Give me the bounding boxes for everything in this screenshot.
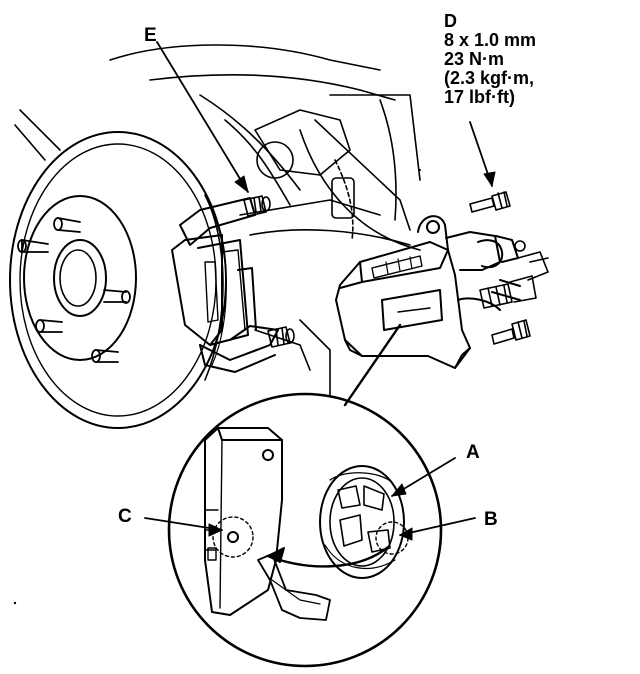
callout-e: E [144, 25, 157, 46]
align-arrow [266, 545, 390, 568]
align-arrow-head [267, 547, 285, 563]
torque-lbfft: 17 lbf·ft) [444, 87, 515, 107]
callout-b: B [484, 509, 498, 530]
mounting-bolt-upper [469, 191, 511, 213]
detail-connector-line [343, 323, 402, 407]
callout-d: D [444, 11, 457, 31]
torque-spec-block: D 8 x 1.0 mm 23 N·m (2.3 kgf·m, 17 lbf·f… [444, 12, 536, 107]
torque-nm: 23 N·m [444, 49, 505, 69]
mounting-bolt-lower [491, 319, 531, 345]
leader-e [156, 41, 249, 193]
brake-pad-detail [204, 427, 283, 616]
detail-magnifier-circle [167, 392, 443, 668]
callout-c: C [118, 506, 132, 527]
shim-tab [257, 553, 331, 621]
callout-a: A [466, 442, 480, 463]
brake-disc [9, 131, 227, 429]
caliper-body [335, 215, 521, 369]
leader-arrowheads [208, 171, 496, 541]
suspension-background [14, 44, 421, 396]
scan-specks [13, 169, 421, 605]
torque-kgfm: (2.3 kgf·m, [444, 68, 535, 88]
pad-pin-hole [227, 531, 239, 543]
leader-lines [144, 41, 493, 536]
guide-pin-boots [243, 195, 295, 348]
caliper-fittings [479, 240, 549, 309]
wheel-studs [17, 217, 131, 363]
caliper-piston-detail [319, 465, 405, 579]
bolt-size: 8 x 1.0 mm [444, 30, 537, 50]
pad-pin-dashed-circle [212, 516, 254, 558]
